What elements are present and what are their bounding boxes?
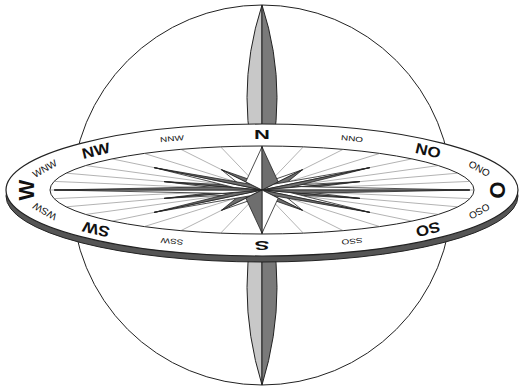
compass-star <box>54 147 470 233</box>
ring-edge <box>6 130 518 262</box>
direction-label: S <box>255 239 270 251</box>
direction-label: SSW <box>160 236 183 245</box>
direction-label: W <box>16 180 38 201</box>
direction-label: O <box>486 181 508 198</box>
direction-label: N <box>254 129 270 141</box>
direction-label: SSO <box>341 236 363 245</box>
ring-band <box>6 124 518 256</box>
ring-inner <box>50 146 474 234</box>
rhumb-lines <box>50 146 474 234</box>
